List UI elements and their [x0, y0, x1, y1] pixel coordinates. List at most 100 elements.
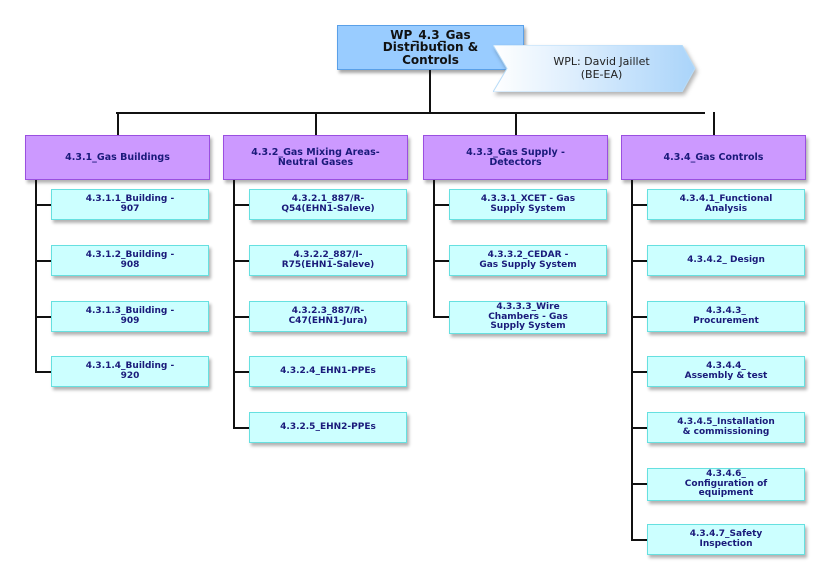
level3-branch-connector	[631, 539, 647, 541]
level2-node-4[interactable]: 4.3.4_Gas Controls	[621, 135, 806, 180]
node-label: 4.3.4.2_ Design	[687, 254, 765, 265]
node-label-line: (BE-EA)	[580, 67, 623, 81]
level3-branch-connector	[631, 204, 647, 206]
node-label: WPL: David Jaillet(BE-EA)	[553, 56, 649, 80]
level3-node-1-3[interactable]: 4.3.1.3_Building -909	[51, 301, 209, 332]
level3-branch-connector	[631, 427, 647, 429]
node-label-line: WPL: David Jaillet	[553, 55, 650, 69]
level2-node-3[interactable]: 4.3.3_Gas Supply -Detectors	[423, 135, 608, 180]
level3-branch-connector	[433, 204, 449, 206]
level2-drop-connector	[713, 112, 715, 135]
node-label-line: Inspection	[699, 538, 753, 549]
node-label: 4.3.4.3_Procurement	[693, 306, 759, 326]
node-label-line: R75(EHN1-Saleve)	[281, 259, 375, 270]
level3-branch-connector	[35, 260, 51, 262]
node-label-line: 4.3.1.3_Building -	[85, 306, 175, 317]
level3-node-2-2[interactable]: 4.3.2.2_887/I-R75(EHN1-Saleve)	[249, 245, 407, 276]
node-label: 4.3.4.5_Installation& commissioning	[677, 417, 775, 437]
node-label-line: 907	[120, 203, 140, 214]
node-label-line: 4.3.2.3_887/R-	[291, 306, 365, 317]
root-connector-vertical	[429, 70, 431, 114]
work-package-leader-callout	[493, 45, 696, 92]
level2-node-2[interactable]: 4.3.2_Gas Mixing Areas-Neutral Gases	[223, 135, 408, 180]
node-label-line: 4.3.4.2_ Design	[687, 254, 765, 265]
level3-node-4-5[interactable]: 4.3.4.5_Installation& commissioning	[647, 412, 805, 443]
level2-drop-connector	[117, 112, 119, 135]
level2-node-1[interactable]: 4.3.1_Gas Buildings	[25, 135, 210, 180]
node-label: 4.3.1.3_Building -909	[85, 306, 175, 326]
node-label-line: Chambers - Gas	[488, 311, 568, 322]
node-label: 4.3.1.1_Building -907	[86, 194, 175, 214]
level3-branch-connector	[35, 371, 51, 373]
node-label-line: 920	[120, 370, 140, 381]
level2-drop-connector	[315, 112, 317, 135]
node-label: 4.3.1.4_Building -920	[85, 361, 175, 381]
level3-node-1-4[interactable]: 4.3.1.4_Building -920	[51, 356, 209, 387]
level3-spine-connector	[35, 180, 37, 373]
node-label: 4.3.3_Gas Supply -Detectors	[466, 146, 565, 168]
level3-node-4-4[interactable]: 4.3.4.4_Assembly & test	[647, 356, 805, 387]
node-label: 4.3.4.4_Assembly & test	[684, 361, 768, 381]
node-label-line: equipment	[698, 488, 754, 499]
node-label: 4.3.2.4_EHN1-PPEs	[280, 365, 376, 376]
node-label: 4.3.1.2_Building -908	[86, 250, 175, 270]
level3-node-1-2[interactable]: 4.3.1.2_Building -908	[51, 245, 209, 276]
node-label: 4.3.2.1_887/R-Q54(EHN1-Saleve)	[281, 194, 374, 214]
node-label-line: 908	[120, 259, 140, 270]
level3-node-4-3[interactable]: 4.3.4.3_Procurement	[647, 301, 805, 332]
node-label-line: 4.3.4.6_	[706, 469, 746, 480]
level3-branch-connector	[233, 316, 249, 318]
level3-branch-connector	[631, 316, 647, 318]
level3-node-1-1[interactable]: 4.3.1.1_Building -907	[51, 189, 209, 220]
node-label-line: 4.3.4_Gas Controls	[663, 151, 764, 163]
node-label-line: & commissioning	[682, 426, 770, 437]
node-label: 4.3.2.5_EHN2-PPEs	[280, 421, 376, 432]
level3-branch-connector	[631, 483, 647, 485]
node-label-line: 4.3.1.4_Building -	[85, 361, 175, 372]
level3-node-3-2[interactable]: 4.3.3.2_CEDAR -Gas Supply System	[449, 245, 607, 276]
node-label-line: 4.3.1_Gas Buildings	[65, 151, 170, 163]
level2-drop-connector	[515, 112, 517, 135]
node-label-line: 4.3.3.1_XCET - Gas	[480, 194, 576, 205]
level3-node-2-4[interactable]: 4.3.2.4_EHN1-PPEs	[249, 356, 407, 387]
level3-branch-connector	[233, 371, 249, 373]
node-label: 4.3.3.2_CEDAR -Gas Supply System	[479, 250, 576, 270]
node-label: 4.3.2_Gas Mixing Areas-Neutral Gases	[251, 147, 379, 168]
node-label-line: 4.3.2.5_EHN2-PPEs	[280, 421, 376, 432]
node-label-line: Supply System	[490, 203, 566, 214]
node-label-line: 4.3.4.4_	[706, 361, 746, 372]
level3-node-2-3[interactable]: 4.3.2.3_887/R-C47(EHN1-Jura)	[249, 301, 407, 332]
node-label: 4.3.2.2_887/I-R75(EHN1-Saleve)	[281, 250, 375, 270]
node-label-line: 4.3.2.4_EHN1-PPEs	[280, 365, 376, 376]
node-label-line: 4.3.3_Gas Supply -	[466, 146, 565, 158]
node-label-line: 4.3.4.5_Installation	[677, 417, 775, 428]
level3-branch-connector	[631, 260, 647, 262]
level3-branch-connector	[233, 204, 249, 206]
node-label-line: Detectors	[489, 156, 542, 168]
node-label-line: Neutral Gases	[277, 156, 354, 168]
level3-branch-connector	[35, 316, 51, 318]
level3-spine-connector	[433, 180, 435, 318]
node-label-line: 4.3.3.3_Wire	[496, 302, 560, 313]
level3-node-2-5[interactable]: 4.3.2.5_EHN2-PPEs	[249, 412, 407, 443]
node-label-line: Configuration of	[684, 478, 768, 489]
node-label-line: Assembly & test	[684, 370, 768, 381]
node-label-line: WP_4.3_Gas	[390, 27, 471, 42]
node-label-line: 4.3.4.7_Safety	[689, 529, 763, 540]
level3-node-2-1[interactable]: 4.3.2.1_887/R-Q54(EHN1-Saleve)	[249, 189, 407, 220]
node-label-line: Analysis	[704, 203, 748, 214]
node-label-line: 909	[120, 315, 140, 326]
node-label-line: Supply System	[490, 321, 566, 332]
level3-node-4-2[interactable]: 4.3.4.2_ Design	[647, 245, 805, 276]
